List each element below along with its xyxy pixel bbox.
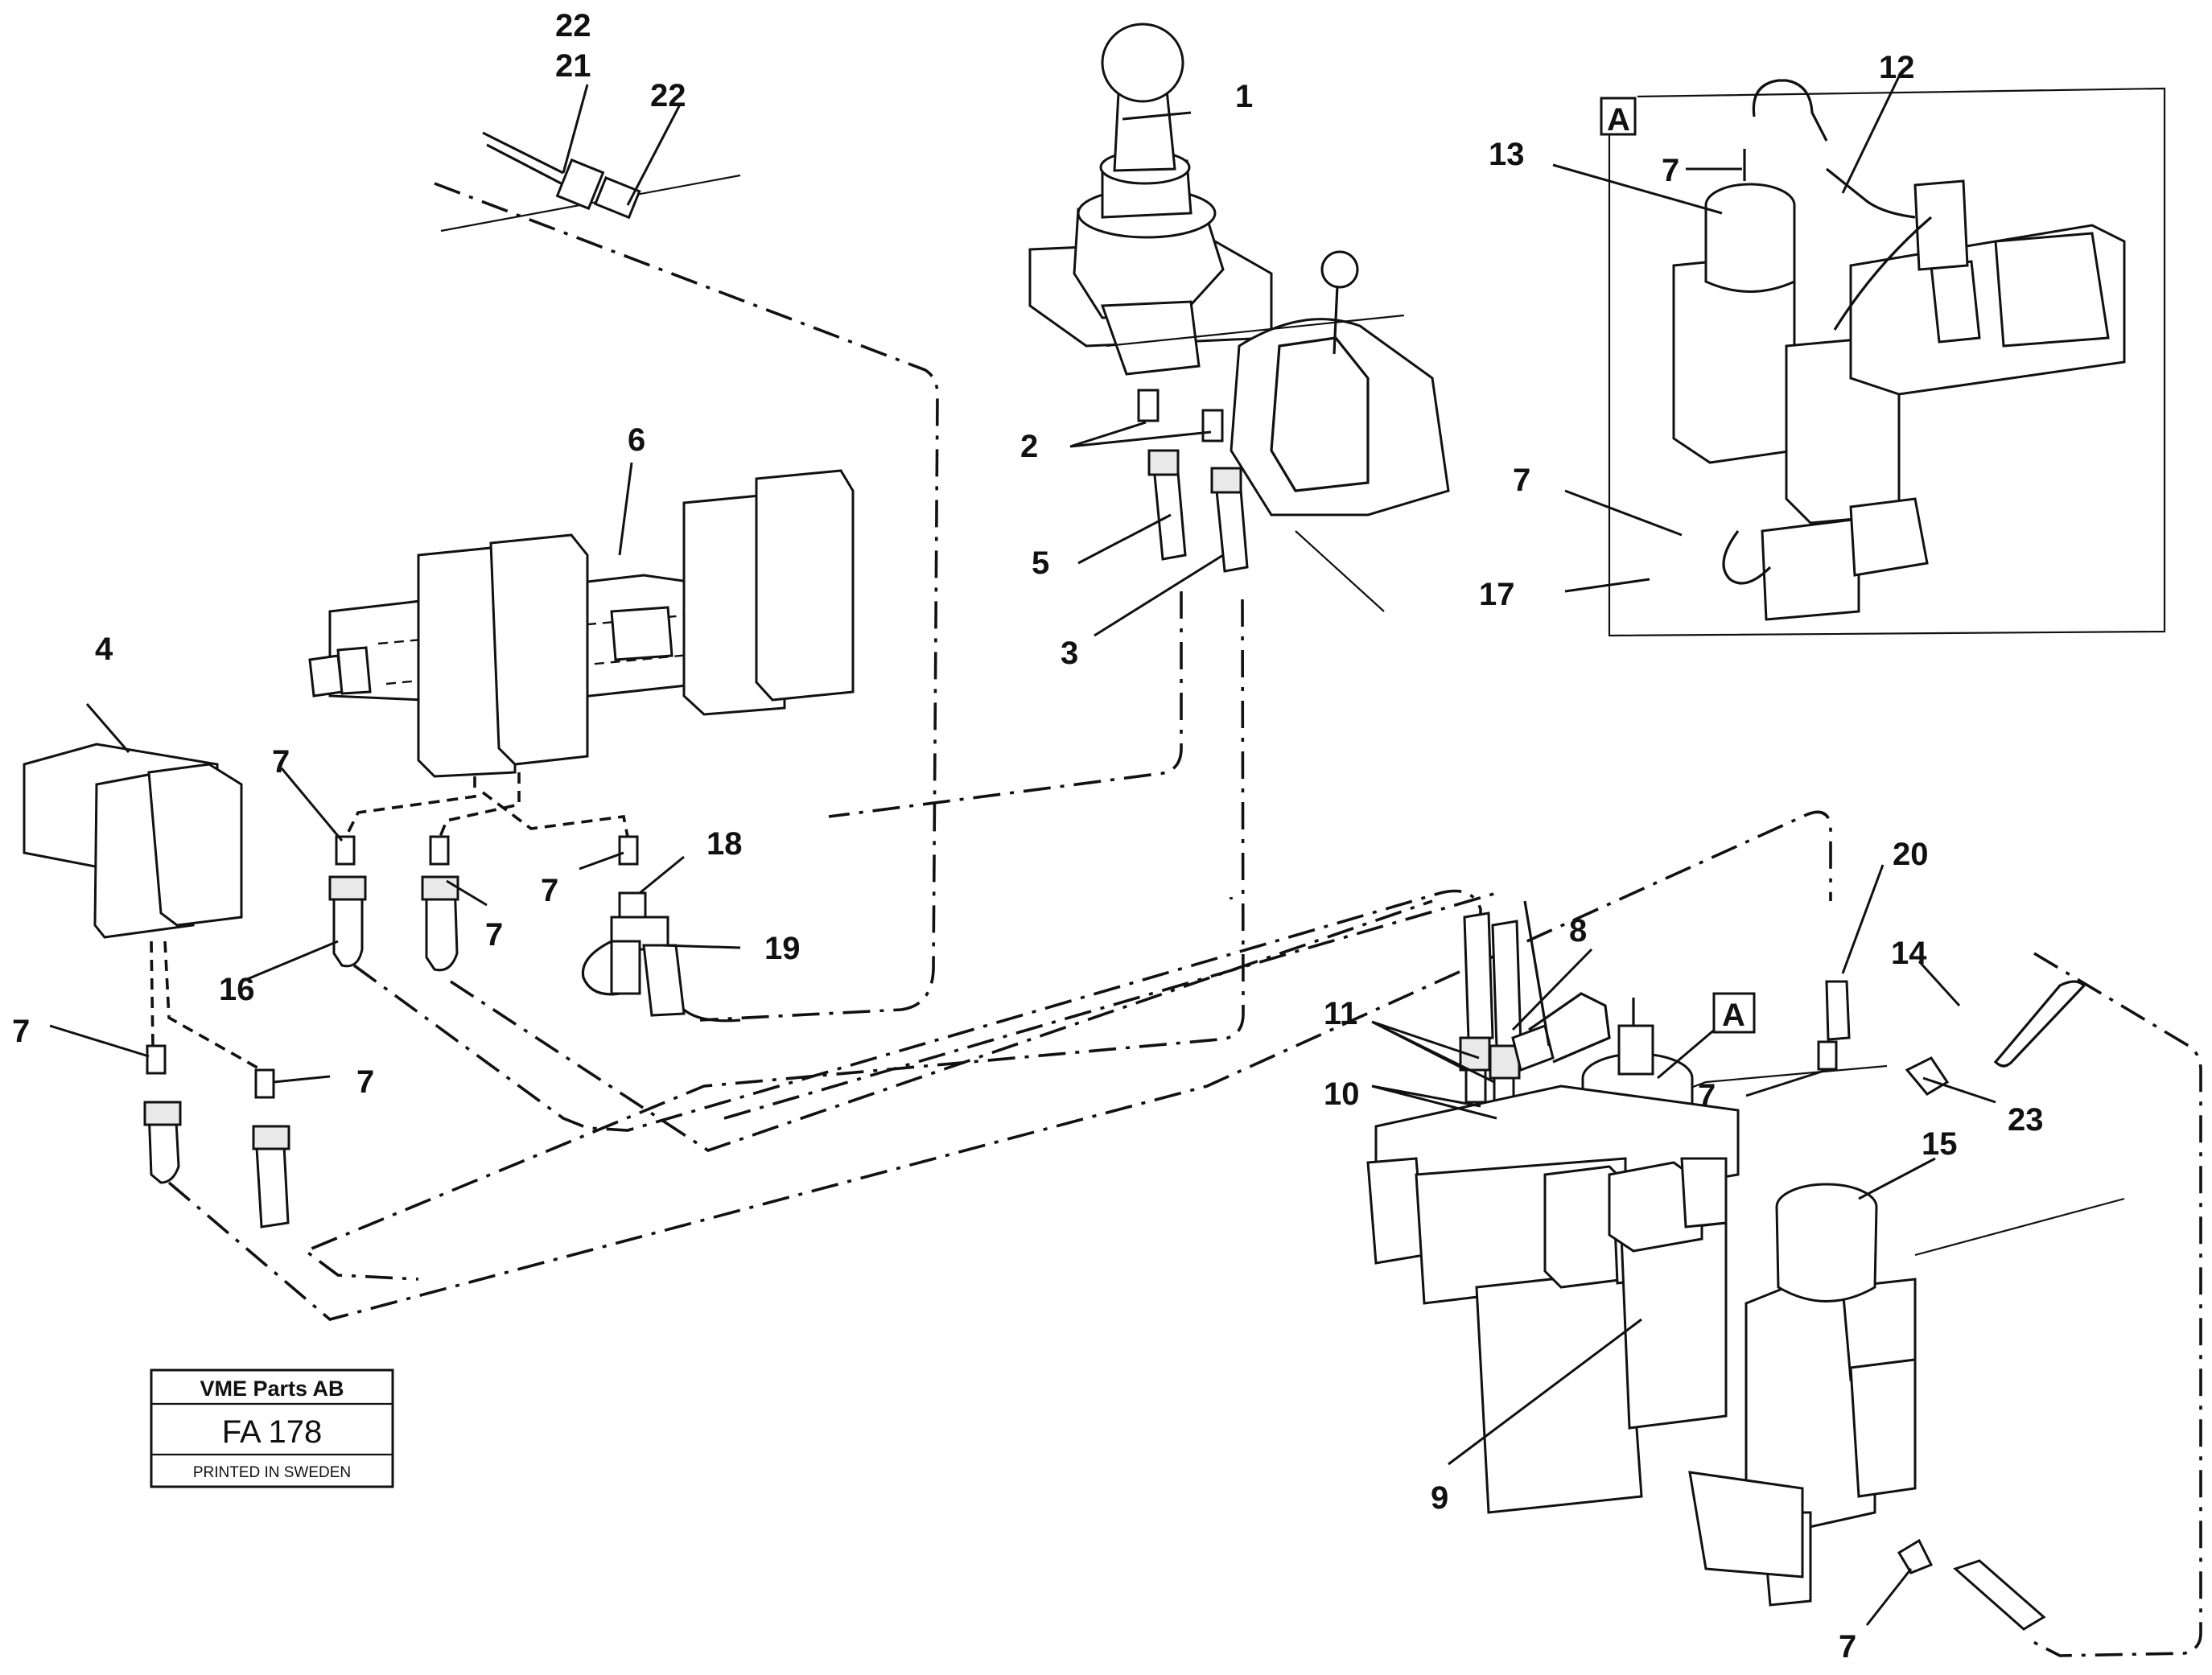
main-valve-assembly <box>1366 980 2125 1631</box>
callout-10: 10 <box>1324 1076 1360 1112</box>
callout-22-top: 22 <box>555 8 591 43</box>
callout-5: 5 <box>1032 545 1049 581</box>
callout-7-f: 7 <box>1698 1078 1716 1113</box>
callout-7-a: 7 <box>272 744 290 780</box>
callout-7-c: 7 <box>541 873 558 908</box>
callout-7-detail-top: 7 <box>1662 153 1679 188</box>
callout-4: 4 <box>95 632 113 667</box>
stamp-company: VME Parts AB <box>200 1377 344 1401</box>
joystick-assembly <box>1028 23 1450 612</box>
detail-markers: A A <box>1607 102 1756 1034</box>
callout-18: 18 <box>706 826 743 862</box>
detail-a-inset <box>1600 87 2166 637</box>
pilot-lines <box>150 772 629 1072</box>
callout-labels: 1 2 3 4 5 6 7 7 7 7 7 7 7 7 7 8 9 10 11 … <box>12 8 2044 1665</box>
callout-7-detail-mid: 7 <box>1513 463 1530 498</box>
callout-2: 2 <box>1020 429 1038 464</box>
vme-stamp: VME Parts AB FA 178 PRINTED IN SWEDEN <box>150 1368 394 1488</box>
detail-a-marker-box <box>1600 97 1637 136</box>
callout-1: 1 <box>1235 79 1253 114</box>
callout-8: 8 <box>1569 913 1587 949</box>
callout-12: 12 <box>1879 50 1915 85</box>
hose-routes <box>167 182 2202 1657</box>
callout-23: 23 <box>2008 1102 2044 1138</box>
callout-9: 9 <box>1431 1480 1448 1516</box>
callout-15: 15 <box>1922 1126 1958 1162</box>
detail-a-marker-main-box <box>1712 992 1756 1034</box>
callout-7-b: 7 <box>485 917 503 953</box>
detail-a-label-main: A <box>1722 998 1745 1033</box>
detail-a-label-inset: A <box>1607 102 1630 138</box>
callout-16: 16 <box>219 972 255 1007</box>
valve-block-6 <box>308 469 855 778</box>
callout-20: 20 <box>1893 837 1929 872</box>
callout-11: 11 <box>1324 996 1357 1031</box>
leader-lines <box>49 76 1996 1626</box>
callout-22-right: 22 <box>650 78 686 113</box>
callout-14: 14 <box>1891 936 1927 971</box>
callout-7-e: 7 <box>356 1064 374 1100</box>
stamp-code: FA 178 <box>222 1414 323 1450</box>
callout-19: 19 <box>764 931 801 966</box>
fittings <box>143 835 1838 1228</box>
clamp-assembly <box>440 131 741 233</box>
stamp-printed: PRINTED IN SWEDEN <box>193 1464 351 1481</box>
callout-7-d: 7 <box>12 1014 30 1049</box>
callout-7-g: 7 <box>1839 1629 1856 1665</box>
block-4 <box>23 743 243 939</box>
callout-6: 6 <box>628 422 645 458</box>
callout-17: 17 <box>1479 577 1515 612</box>
callout-3: 3 <box>1061 636 1078 671</box>
callout-21: 21 <box>555 48 591 84</box>
callout-13: 13 <box>1489 137 1525 172</box>
